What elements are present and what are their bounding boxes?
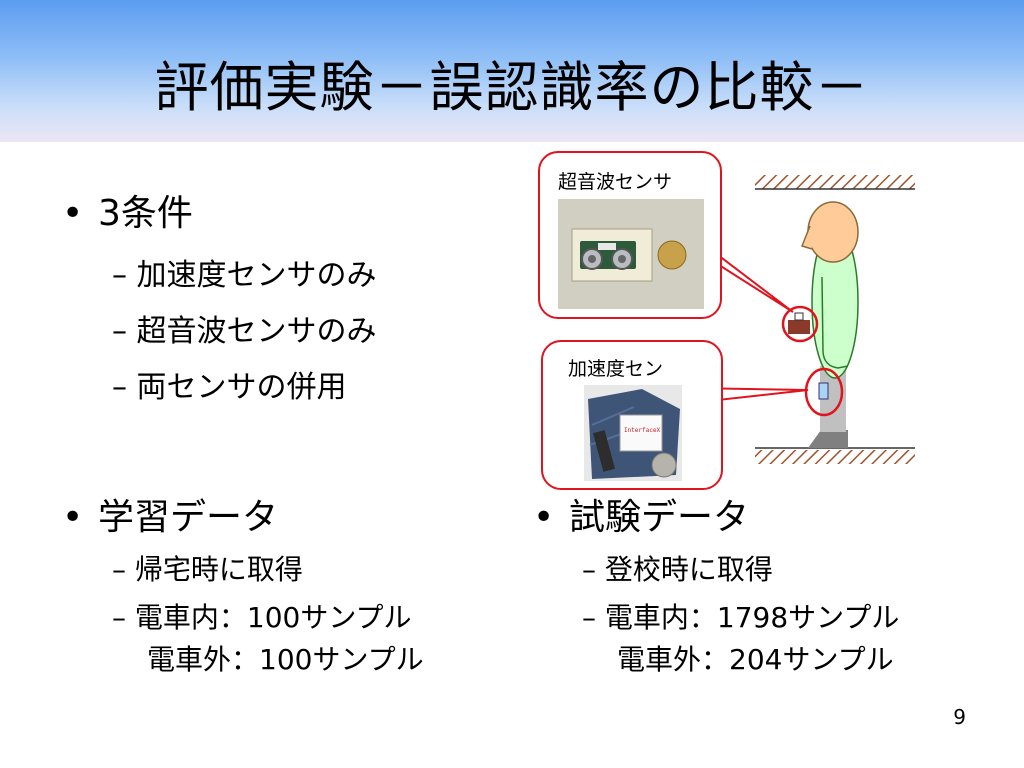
slide-title: 評価実験－誤認識率の比較－ [154, 56, 870, 119]
ultrasonic-label: 超音波センサ [558, 171, 673, 193]
learning-data-heading: •学習データ [62, 497, 279, 538]
test-item-samples-out: 電車外：204サンプル [617, 643, 894, 676]
page-number: 9 [953, 705, 966, 729]
accel-callout: 加速度セン InterfaceX [541, 340, 723, 490]
test-data-heading: •試験データ [533, 497, 750, 538]
bullet: • [533, 497, 555, 538]
condition-item-both: – 両センサの併用 [112, 370, 347, 405]
ultrasonic-photo [558, 199, 704, 309]
ceiling [755, 175, 915, 190]
condition-item-accel: – 加速度センサのみ [112, 258, 377, 293]
accel-sensor-marker [804, 367, 844, 417]
bullet: • [62, 497, 84, 538]
conditions-heading: •3条件 [62, 193, 193, 234]
floor [755, 447, 915, 464]
accel-label: 加速度セン [568, 358, 664, 380]
device-label: InterfaceX [623, 427, 661, 434]
learning-item-capture: – 帰宅時に取得 [112, 553, 303, 586]
test-item-capture: – 登校時に取得 [582, 553, 773, 586]
test-item-samples-in: – 電車内：1798サンプル [582, 601, 900, 634]
bullet: • [62, 193, 84, 234]
ultrasonic-callout: 超音波センサ [538, 151, 722, 319]
learning-item-samples-in: – 電車内：100サンプル [112, 601, 412, 634]
person-figure [800, 201, 859, 448]
condition-item-ultrasonic: – 超音波センサのみ [112, 314, 377, 349]
learning-item-samples-out: 電車外：100サンプル [147, 643, 424, 676]
accel-photo: InterfaceX [584, 385, 682, 481]
title-band [0, 0, 1024, 142]
ultrasonic-sensor-marker [781, 305, 819, 343]
